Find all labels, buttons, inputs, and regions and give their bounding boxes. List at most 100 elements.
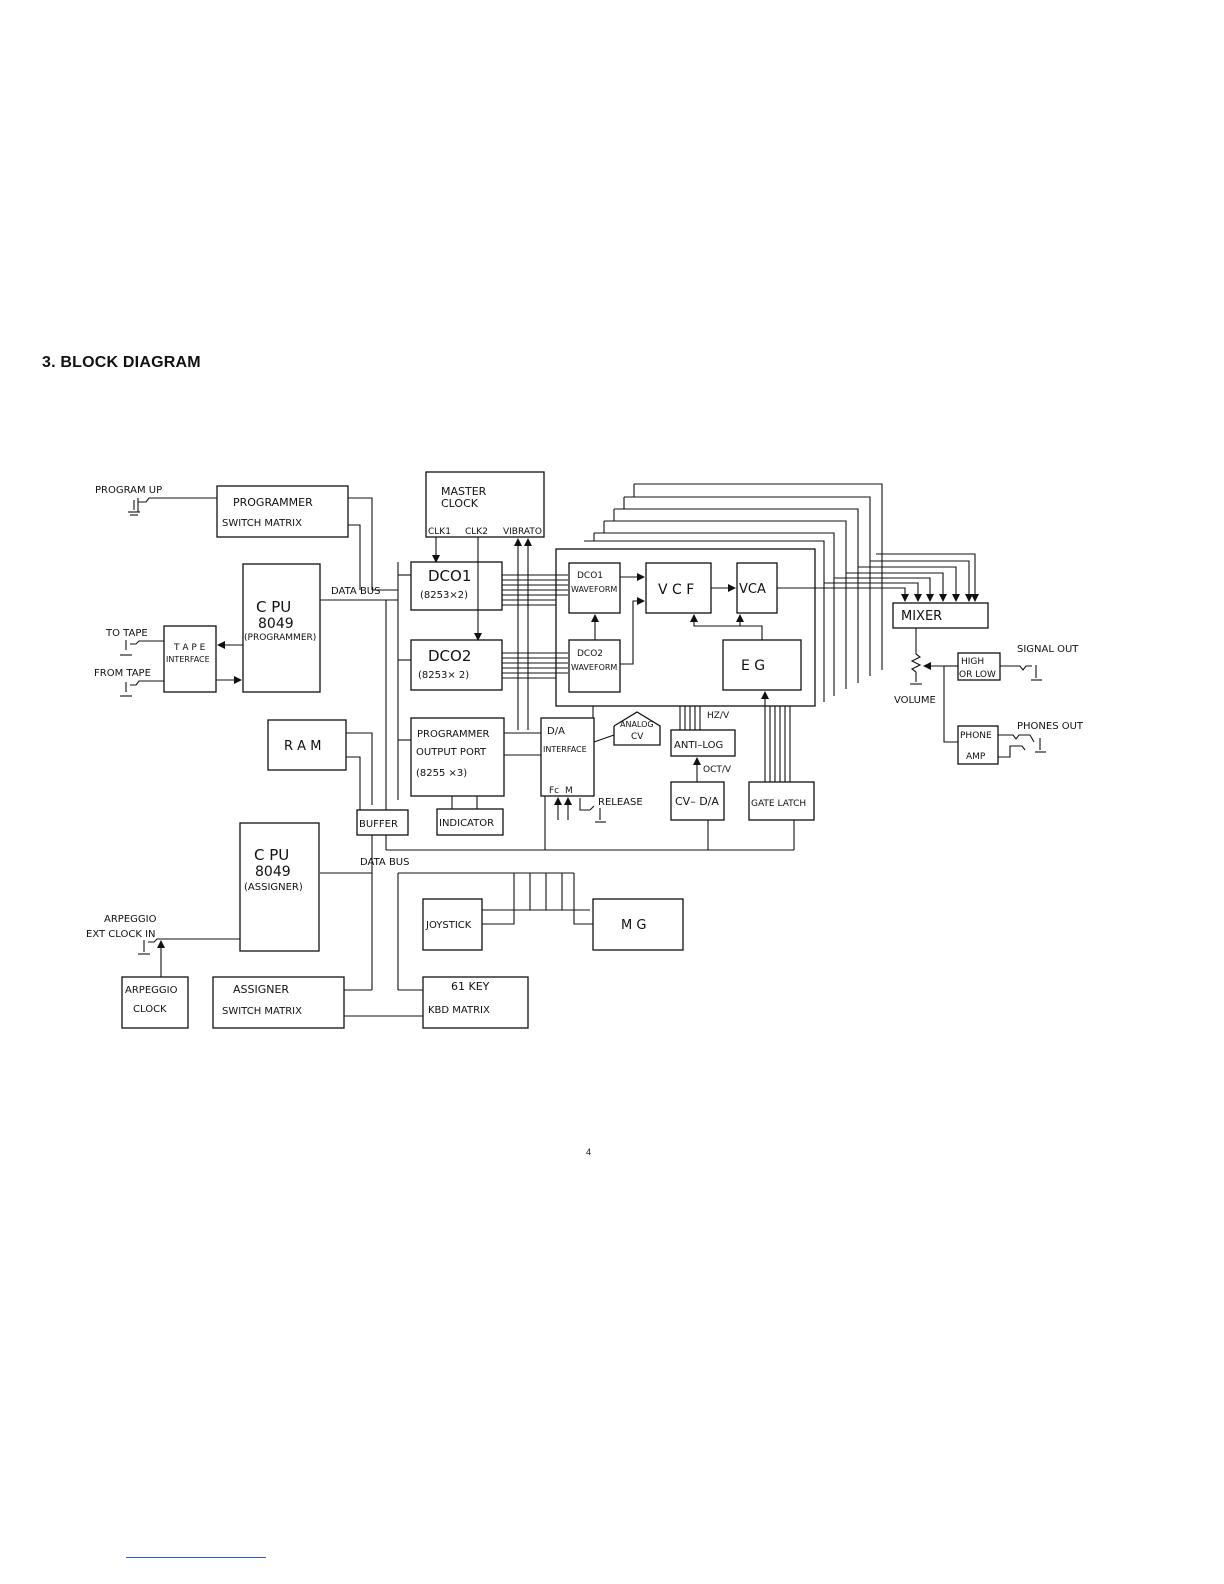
svg-text:TO TAPE: TO TAPE (105, 628, 148, 639)
da-interface-block: D/A INTERFACE Fc M (540, 717, 595, 797)
svg-text:PROGRAMMER: PROGRAMMER (417, 729, 490, 740)
svg-text:(PROGRAMMER): (PROGRAMMER) (244, 633, 316, 643)
dco1-block: DCO1 (8253×2) (410, 561, 503, 611)
svg-text:FROM TAPE: FROM TAPE (94, 668, 151, 679)
page-number: 4 (586, 1147, 592, 1157)
svg-text:M G: M G (621, 918, 646, 933)
svg-text:PHONE: PHONE (960, 731, 992, 741)
signal-out-jack: SIGNAL OUT (1000, 644, 1079, 681)
svg-text:VCA: VCA (739, 582, 766, 597)
svg-text:CLK2: CLK2 (465, 527, 488, 537)
svg-text:VIBRATO: VIBRATO (503, 527, 542, 537)
dco1-bus (502, 574, 568, 606)
svg-text:CV: CV (631, 732, 644, 742)
svg-text:D/A: D/A (547, 726, 565, 737)
svg-text:C PU: C PU (256, 598, 291, 616)
svg-text:Fc: Fc (549, 786, 559, 796)
master-clock-block: MASTER CLOCK CLK1 CLK2 VIBRATO (425, 471, 545, 538)
svg-text:ARPEGGIO: ARPEGGIO (125, 985, 178, 996)
svg-text:MIXER: MIXER (901, 609, 942, 624)
svg-text:SWITCH MATRIX: SWITCH MATRIX (222, 518, 302, 529)
svg-text:RELEASE: RELEASE (598, 797, 643, 808)
tape-interface-block: T A P E INTERFACE (163, 625, 217, 693)
data-bus-label-bottom: DATA BUS (360, 857, 409, 868)
vca-block: VCA (736, 562, 778, 614)
arpeggio-ext-clock-input: ARPEGGIO EXT CLOCK IN (86, 914, 240, 977)
svg-text:SIGNAL OUT: SIGNAL OUT (1017, 644, 1079, 655)
svg-text:KBD MATRIX: KBD MATRIX (428, 1005, 490, 1016)
program-up-input: PROGRAM UP (95, 485, 217, 516)
svg-text:R A M: R A M (284, 739, 321, 754)
mg-block: M G (592, 898, 684, 951)
voice-card-stack (555, 483, 883, 707)
svg-text:VOLUME: VOLUME (894, 695, 936, 706)
svg-text:PROGRAMMER: PROGRAMMER (233, 496, 313, 509)
svg-text:CLK1: CLK1 (428, 527, 451, 537)
mixer-block: MIXER (892, 602, 989, 629)
arpeggio-clock-block: ARPEGGIO CLOCK (121, 976, 189, 1029)
svg-text:E G: E G (741, 658, 765, 674)
svg-text:8049: 8049 (258, 616, 294, 632)
svg-text:T A P E: T A P E (173, 643, 206, 653)
svg-text:INTERFACE: INTERFACE (166, 655, 210, 664)
svg-text:ARPEGGIO: ARPEGGIO (104, 914, 157, 925)
high-or-low-block: HIGH OR LOW (957, 652, 1001, 681)
cpu-assigner-block: C PU 8049 (ASSIGNER) (239, 822, 320, 952)
svg-text:DCO2: DCO2 (577, 649, 603, 659)
svg-text:8049: 8049 (255, 864, 291, 880)
svg-text:V C F: V C F (658, 582, 694, 598)
svg-text:(8255 ×3): (8255 ×3) (416, 768, 467, 779)
svg-text:CLOCK: CLOCK (133, 1004, 167, 1015)
svg-text:WAVEFORM: WAVEFORM (571, 585, 617, 594)
svg-text:INTERFACE: INTERFACE (543, 745, 587, 754)
svg-text:CV– D/A: CV– D/A (675, 795, 719, 808)
gate-latch-block: GATE LATCH (748, 781, 815, 821)
anti-log-block: ANTI–LOG (670, 729, 736, 757)
page-heading: 3. BLOCK DIAGRAM (42, 354, 201, 371)
joystick-block: JOYSTICK (422, 898, 483, 951)
svg-text:JOYSTICK: JOYSTICK (425, 920, 472, 931)
footer-link-line (126, 1557, 266, 1558)
vcf-block: V C F (645, 562, 712, 614)
from-tape-input: FROM TAPE (94, 668, 164, 697)
svg-text:CLOCK: CLOCK (441, 497, 479, 510)
svg-text:ANTI–LOG: ANTI–LOG (674, 740, 723, 751)
svg-text:GATE LATCH: GATE LATCH (751, 799, 806, 809)
programmer-output-port-block: PROGRAMMER OUTPUT PORT (8255 ×3) (410, 717, 505, 797)
release-switch: RELEASE (579, 797, 643, 823)
ram-block: R A M (267, 719, 347, 771)
svg-text:DCO1: DCO1 (428, 567, 471, 585)
cpu-programmer-block: C PU 8049 (PROGRAMMER) (242, 563, 321, 693)
svg-text:MASTER: MASTER (441, 485, 487, 498)
svg-text:(ASSIGNER): (ASSIGNER) (244, 882, 303, 893)
svg-text:OUTPUT PORT: OUTPUT PORT (416, 747, 487, 758)
svg-text:DCO1: DCO1 (577, 571, 603, 581)
svg-text:DCO2: DCO2 (428, 647, 471, 665)
dco2-bus (502, 652, 568, 679)
buffer-block: BUFFER (356, 809, 409, 836)
svg-text:BUFFER: BUFFER (359, 819, 398, 830)
svg-text:OR LOW: OR LOW (959, 670, 996, 680)
assigner-switch-matrix-block: ASSIGNER SWITCH MATRIX (212, 976, 345, 1029)
oct-v-label: OCT/V (703, 765, 732, 775)
svg-text:ASSIGNER: ASSIGNER (233, 983, 289, 996)
data-bus-bottom (320, 796, 795, 990)
svg-text:AMP: AMP (966, 752, 986, 762)
svg-text:61 KEY: 61 KEY (451, 980, 490, 993)
svg-text:C PU: C PU (254, 846, 289, 864)
dco2-block: DCO2 (8253× 2) (410, 639, 503, 691)
svg-text:HIGH: HIGH (961, 657, 984, 667)
cv-da-block: CV– D/A (670, 781, 725, 821)
svg-text:INDICATOR: INDICATOR (439, 818, 494, 829)
hz-v-label: HZ/V (707, 711, 730, 721)
svg-text:(8253×2): (8253×2) (420, 590, 468, 601)
phones-out-jack: PHONES OUT (998, 721, 1084, 758)
data-bus-top (320, 562, 411, 810)
svg-text:(8253× 2): (8253× 2) (418, 670, 469, 681)
vca-to-mixer-lines (777, 553, 979, 602)
data-bus-label-top: DATA BUS (331, 586, 380, 597)
dco2-waveform-block: DCO2 WAVEFORM (568, 639, 621, 693)
svg-text:EXT CLOCK IN: EXT CLOCK IN (86, 929, 156, 940)
to-tape-output: TO TAPE (105, 628, 164, 656)
